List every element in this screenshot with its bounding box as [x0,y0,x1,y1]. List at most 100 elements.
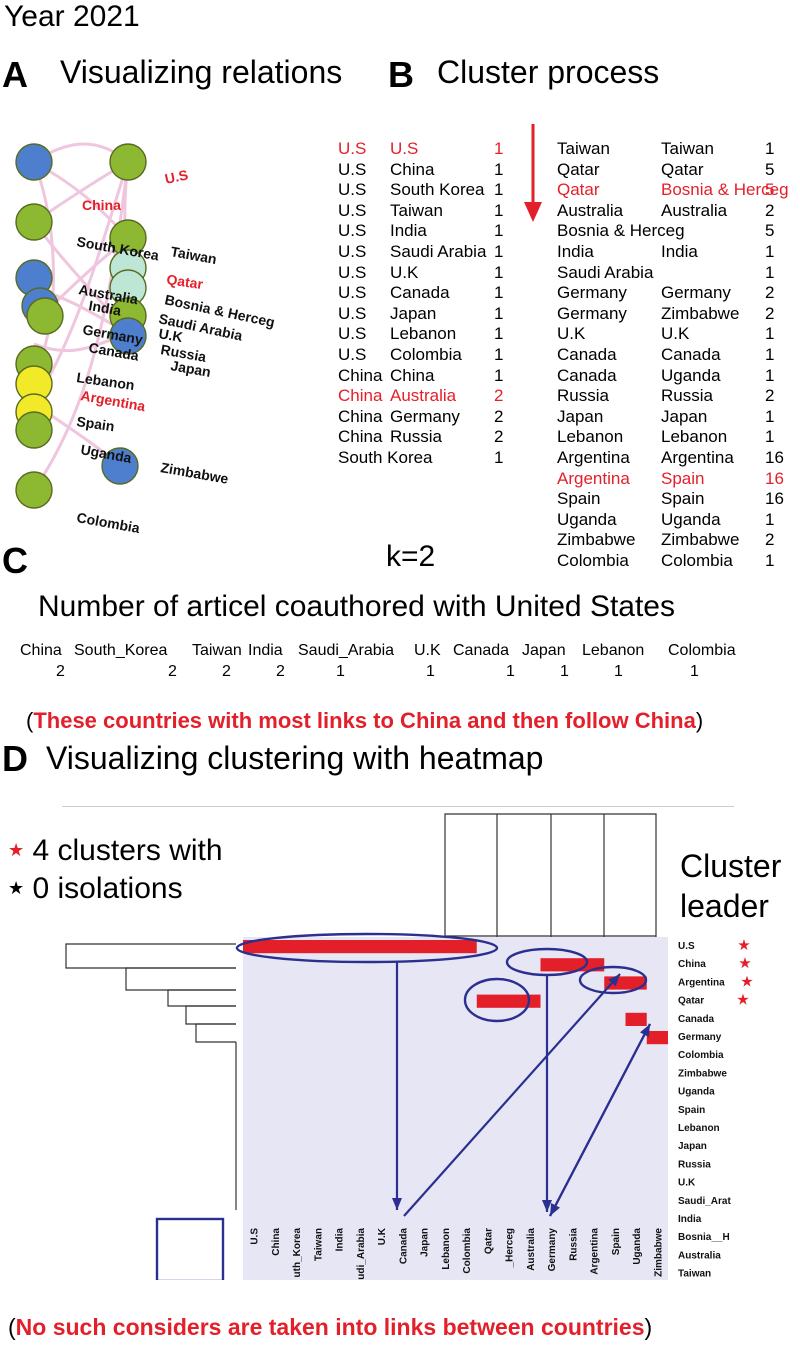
network-node [15,471,53,509]
network-label: Spain [76,413,116,434]
cluster-cell: Uganda [661,509,721,529]
cluster-cell: U.K [390,262,419,282]
cluster-cell: U.S [338,303,367,323]
coauthor-country: India [248,642,283,659]
heatmap-row-label: Zimbabwe [678,1068,727,1079]
heatmap-col-label: _Herceg [505,1228,516,1268]
heatmap-cell [540,958,605,972]
cluster-cell: 1 [765,241,775,261]
heatmap-col-label: Zimbabwe [653,1228,664,1277]
network-label: Argentina [79,387,146,414]
cluster-cell: Taiwan [661,139,714,158]
heatmap-row-label: Germany [678,1032,722,1043]
cluster-cell: 1 [765,365,775,385]
cluster-cell: Germany [661,283,731,303]
divider [62,806,734,807]
heatmap-col-label: Colombia [462,1228,473,1274]
cluster-cell: 1 [494,139,504,158]
dendrogram-left [65,943,237,1210]
heatmap-col-label: Lebanon [441,1228,452,1270]
heatmap-col-label: Russia [568,1228,579,1261]
section-c-letter: C [2,540,28,581]
heatmap-col-label: Taiwan [313,1228,324,1261]
cluster-cell: 2 [494,406,504,426]
leader-stars: ★★★★ [736,937,753,1009]
cluster-cell: China [390,159,435,179]
coauthor-country: Canada [453,642,510,659]
cluster-cell: 16 [765,447,784,467]
section-a-letter: A [2,54,28,95]
cluster-cell: China [390,365,435,385]
leader-star-icon: ★ [737,937,750,954]
cluster-cell: Canada [661,344,721,364]
note-c-text: These countries with most links to China… [33,708,696,733]
heatmap-col-label: uth_Korea [292,1228,303,1278]
dendrogram-branch [65,943,236,969]
coauthor-country: Saudi_Arabia [298,642,395,659]
cluster-cell: U.S [338,139,367,158]
heatmap-row-label: Qatar [678,996,704,1007]
cluster-cell: Zimbabwe [557,530,636,550]
cluster-cell: 1 [494,241,504,261]
section-d-letter: D [2,738,28,779]
cluster-cell: Lebanon [390,324,457,344]
cluster-cell: U.K [557,324,586,344]
heatmap-row-label: Saudi_Arat [678,1196,731,1207]
cluster-cell: Spain [557,489,601,509]
coauthor-country: China [20,642,62,659]
coauthor-value: 1 [426,663,435,680]
cluster-arrows [392,962,651,1217]
coauthor-country: Colombia [668,642,736,659]
cluster-cell: India [390,221,427,241]
heatmap-cell [625,1012,647,1026]
section-b-title: Cluster process [437,54,660,90]
cluster-cell: Colombia [661,550,733,570]
leader-star-icon: ★ [738,955,751,972]
heatmap-row-label: Uganda [678,1087,715,1098]
cluster-cell: 5 [765,159,775,179]
network-label: Japan [169,357,212,380]
cluster-cell: 5 [765,180,775,200]
heatmap-col-label: U.K [377,1227,388,1245]
cluster-cell: Bosnia & Herceg [661,180,789,200]
coauthor-value: 2 [276,663,285,680]
cluster-cell: Bosnia & Herceg [557,221,685,241]
cluster-ellipse [463,977,531,1023]
black-star-icon: ★ [8,878,25,898]
cluster-cell: 2 [765,200,775,220]
cluster-cell: Canada [557,365,617,385]
cluster-cell: Australia [390,386,457,406]
cluster-cell: Canada [557,344,617,364]
coauthor-value: 1 [690,663,699,680]
cluster-ellipse [505,947,589,977]
year-label: Year 2021 [4,0,140,33]
coauthor-country: U.K [414,642,441,659]
cluster-cell: 1 [494,180,504,200]
cluster-cell: Russia [557,386,609,406]
dendrogram-branch [125,967,236,991]
heatmap-cell [243,940,477,954]
heatmap-col-label: China [271,1228,282,1256]
cluster-cell: U.K [661,324,690,344]
network-node [15,203,53,241]
cluster-ellipses [235,932,648,1023]
heatmap-col-label: U.S [250,1228,261,1245]
cluster-cell: China [338,386,383,406]
section-b-letter: B [388,54,414,95]
cluster-cell: Qatar [557,159,600,179]
cluster-cell: U.S [338,324,367,344]
heatmap-cell [646,1031,668,1045]
red-star-icon: ★ [8,840,25,860]
section-d-title: Visualizing clustering with heatmap [46,740,544,776]
k-label: k=2 [386,540,436,573]
cluster-cell: Saudi Arabia [390,241,487,261]
cluster-cell: China [338,406,383,426]
cluster-cell: U.S [338,180,367,200]
cluster-cell: Japan [390,303,437,323]
cluster-cell: 1 [765,139,775,158]
heatmap-row-label: India [678,1214,702,1225]
coauthor-country: Lebanon [582,642,645,659]
